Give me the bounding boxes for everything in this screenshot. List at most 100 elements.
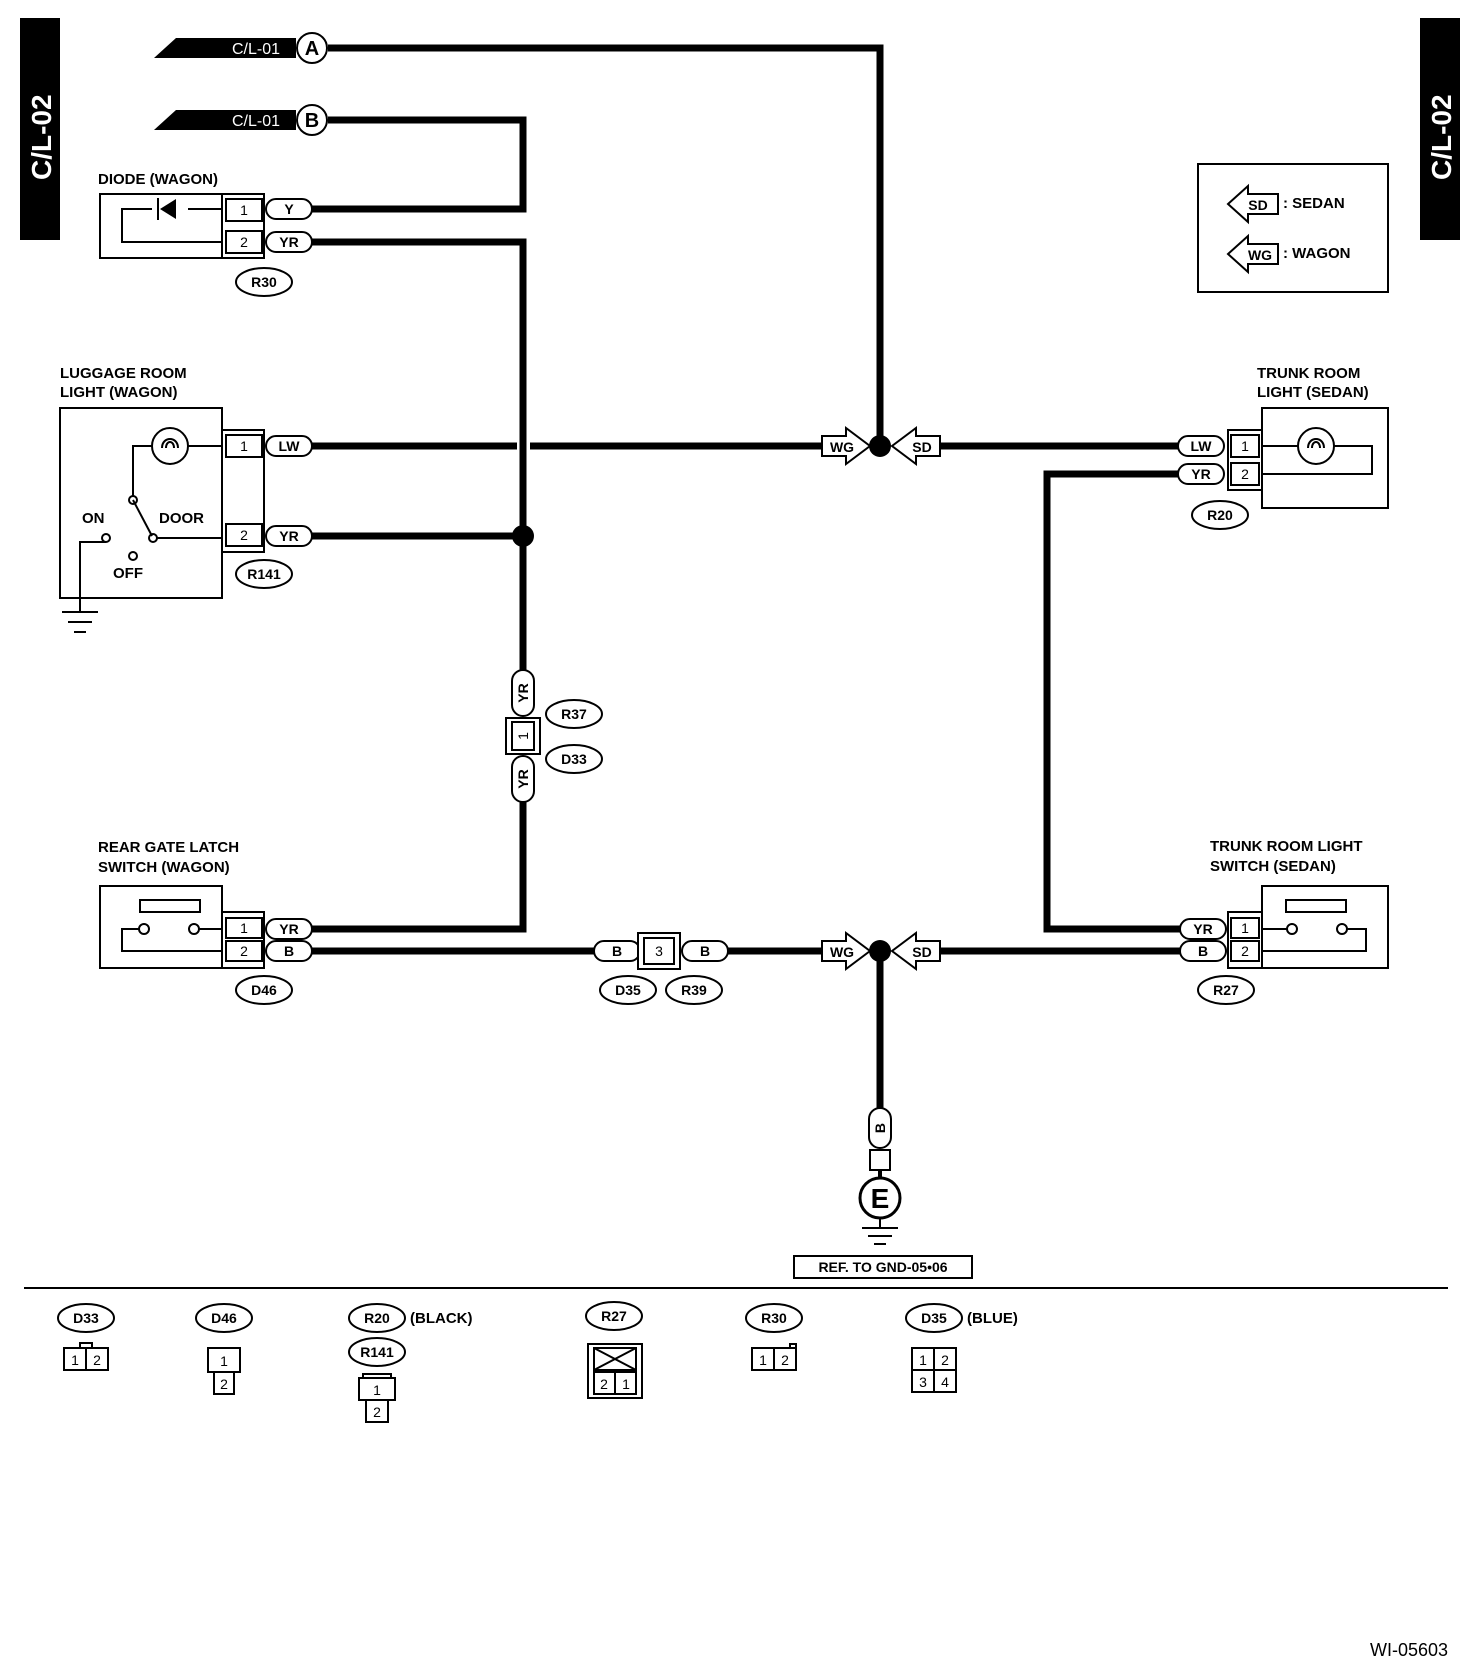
svg-text:2: 2 <box>373 1404 381 1420</box>
svg-text:YR: YR <box>279 234 298 250</box>
svg-text:R141: R141 <box>360 1344 394 1360</box>
connector-view-r27: R27 2 1 <box>585 1301 643 1399</box>
svg-text:B: B <box>872 1123 888 1133</box>
svg-text:D33: D33 <box>73 1310 99 1326</box>
figure-id: WI-05603 <box>1370 1640 1448 1660</box>
ground-ref-label: REF. TO GND-05•06 <box>818 1259 947 1275</box>
connector-view-r30: R30 1 2 <box>745 1303 803 1371</box>
svg-text:(BLUE): (BLUE) <box>967 1310 1018 1327</box>
inline-connector-r37-d33: YR 1 YR R37 D33 <box>505 669 603 803</box>
connector-view-d35: D35 (BLUE) 1 2 3 4 <box>905 1303 1018 1393</box>
svg-text:WG: WG <box>830 439 854 455</box>
svg-text:B: B <box>700 943 710 959</box>
svg-text:R30: R30 <box>761 1310 787 1326</box>
svg-text:YR: YR <box>279 921 298 937</box>
svg-text:YR: YR <box>515 769 531 788</box>
svg-text:TRUNK ROOM LIGHT: TRUNK ROOM LIGHT <box>1210 838 1362 855</box>
legend-sedan-icon: SD <box>1226 183 1279 225</box>
svg-text:ON: ON <box>82 510 105 527</box>
page-code-left: C/L-02 <box>26 94 57 180</box>
svg-text:YR: YR <box>515 683 531 702</box>
rear-gate-latch-switch: REAR GATE LATCH SWITCH (WAGON) 1 2 YR B … <box>98 839 313 1005</box>
legend-wagon-icon: WG <box>1226 233 1279 275</box>
inline-connector-d35-r39: B 3 B D35 R39 <box>593 932 729 1005</box>
connector-view-r20-r141: R20 (BLACK) R141 1 2 <box>348 1303 472 1423</box>
side-tab-left: C/L-02 <box>20 18 60 240</box>
svg-text:C/L-01: C/L-01 <box>232 113 280 130</box>
svg-text:SD: SD <box>912 944 931 960</box>
svg-text:R20: R20 <box>364 1310 390 1326</box>
svg-text:REAR GATE LATCH: REAR GATE LATCH <box>98 839 239 856</box>
svg-text:D35: D35 <box>921 1310 947 1326</box>
ground-symbol-label: E <box>871 1183 890 1214</box>
from-ref-a: C/L-01 A <box>154 32 328 64</box>
svg-text:B: B <box>305 110 319 132</box>
svg-text:R37: R37 <box>561 706 587 722</box>
legend-sedan-code: SD <box>1248 197 1267 213</box>
svg-text:1: 1 <box>1241 438 1249 454</box>
svg-text:SWITCH (SEDAN): SWITCH (SEDAN) <box>1210 858 1336 875</box>
svg-text:1: 1 <box>240 920 248 936</box>
junction-tag-sd-lower: SD <box>890 931 941 971</box>
wires <box>312 44 1184 1108</box>
svg-text:2: 2 <box>1241 943 1249 959</box>
svg-text:1: 1 <box>622 1376 630 1392</box>
svg-text:A: A <box>305 38 319 60</box>
svg-text:C/L-01: C/L-01 <box>232 41 280 58</box>
svg-text:1: 1 <box>220 1353 228 1369</box>
svg-text:3: 3 <box>655 943 663 959</box>
svg-text:SD: SD <box>912 439 931 455</box>
svg-text:R30: R30 <box>251 274 277 290</box>
svg-text:R39: R39 <box>681 982 707 998</box>
svg-text:WG: WG <box>830 944 854 960</box>
svg-text:1: 1 <box>71 1352 79 1368</box>
trunk-room-light-switch: TRUNK ROOM LIGHT SWITCH (SEDAN) 1 2 YR B… <box>1179 838 1389 1005</box>
svg-text:R141: R141 <box>247 566 281 582</box>
luggage-room-light: LUGGAGE ROOM LIGHT (WAGON) ON DOOR OFF 1… <box>59 365 313 633</box>
svg-text:1: 1 <box>919 1352 927 1368</box>
junction-tag-wg-upper: WG <box>821 426 872 466</box>
page-code-right: C/L-02 <box>1426 94 1457 180</box>
svg-text:Y: Y <box>284 201 294 217</box>
connector-view-d46: D46 1 2 <box>195 1303 253 1395</box>
svg-text:(BLACK): (BLACK) <box>410 1310 472 1327</box>
legend-wagon-text: : WAGON <box>1283 245 1351 262</box>
junction-tag-sd-upper: SD <box>890 426 941 466</box>
svg-text:D33: D33 <box>561 751 587 767</box>
svg-text:2: 2 <box>93 1352 101 1368</box>
junction-dot <box>869 940 891 962</box>
svg-text:2: 2 <box>1241 466 1249 482</box>
svg-text:2: 2 <box>941 1352 949 1368</box>
junction-tag-wg-lower: WG <box>821 931 872 971</box>
trunk-room-light: TRUNK ROOM LIGHT (SEDAN) 1 2 LW YR R20 <box>1177 365 1389 530</box>
diode-title: DIODE (WAGON) <box>98 171 218 188</box>
svg-text:D35: D35 <box>615 982 641 998</box>
side-tab-right: C/L-02 <box>1420 18 1460 240</box>
svg-text:1: 1 <box>759 1352 767 1368</box>
diode-wagon: DIODE (WAGON) 1 2 Y YR R30 <box>98 171 313 297</box>
svg-text:LIGHT (WAGON): LIGHT (WAGON) <box>60 384 177 401</box>
svg-text:3: 3 <box>919 1374 927 1390</box>
svg-text:1: 1 <box>373 1382 381 1398</box>
svg-text:LIGHT (SEDAN): LIGHT (SEDAN) <box>1257 384 1369 401</box>
svg-text:DOOR: DOOR <box>159 510 204 527</box>
svg-text:2: 2 <box>240 527 248 543</box>
svg-text:YR: YR <box>1193 921 1212 937</box>
svg-text:1: 1 <box>240 202 248 218</box>
junction-dot <box>869 435 891 457</box>
svg-text:OFF: OFF <box>113 565 143 582</box>
legend-sedan-text: : SEDAN <box>1283 195 1345 212</box>
svg-text:YR: YR <box>1191 466 1210 482</box>
svg-text:4: 4 <box>941 1374 949 1390</box>
svg-text:R27: R27 <box>1213 982 1239 998</box>
svg-text:2: 2 <box>240 234 248 250</box>
from-ref-b: C/L-01 B <box>154 104 328 136</box>
ground-point: B E REF. TO GND-05•06 <box>793 1107 973 1279</box>
legend-wagon-code: WG <box>1248 247 1272 263</box>
svg-text:2: 2 <box>240 943 248 959</box>
svg-text:1: 1 <box>515 732 531 740</box>
svg-text:LUGGAGE ROOM: LUGGAGE ROOM <box>60 365 187 382</box>
svg-text:R27: R27 <box>601 1308 627 1324</box>
svg-text:D46: D46 <box>251 982 277 998</box>
